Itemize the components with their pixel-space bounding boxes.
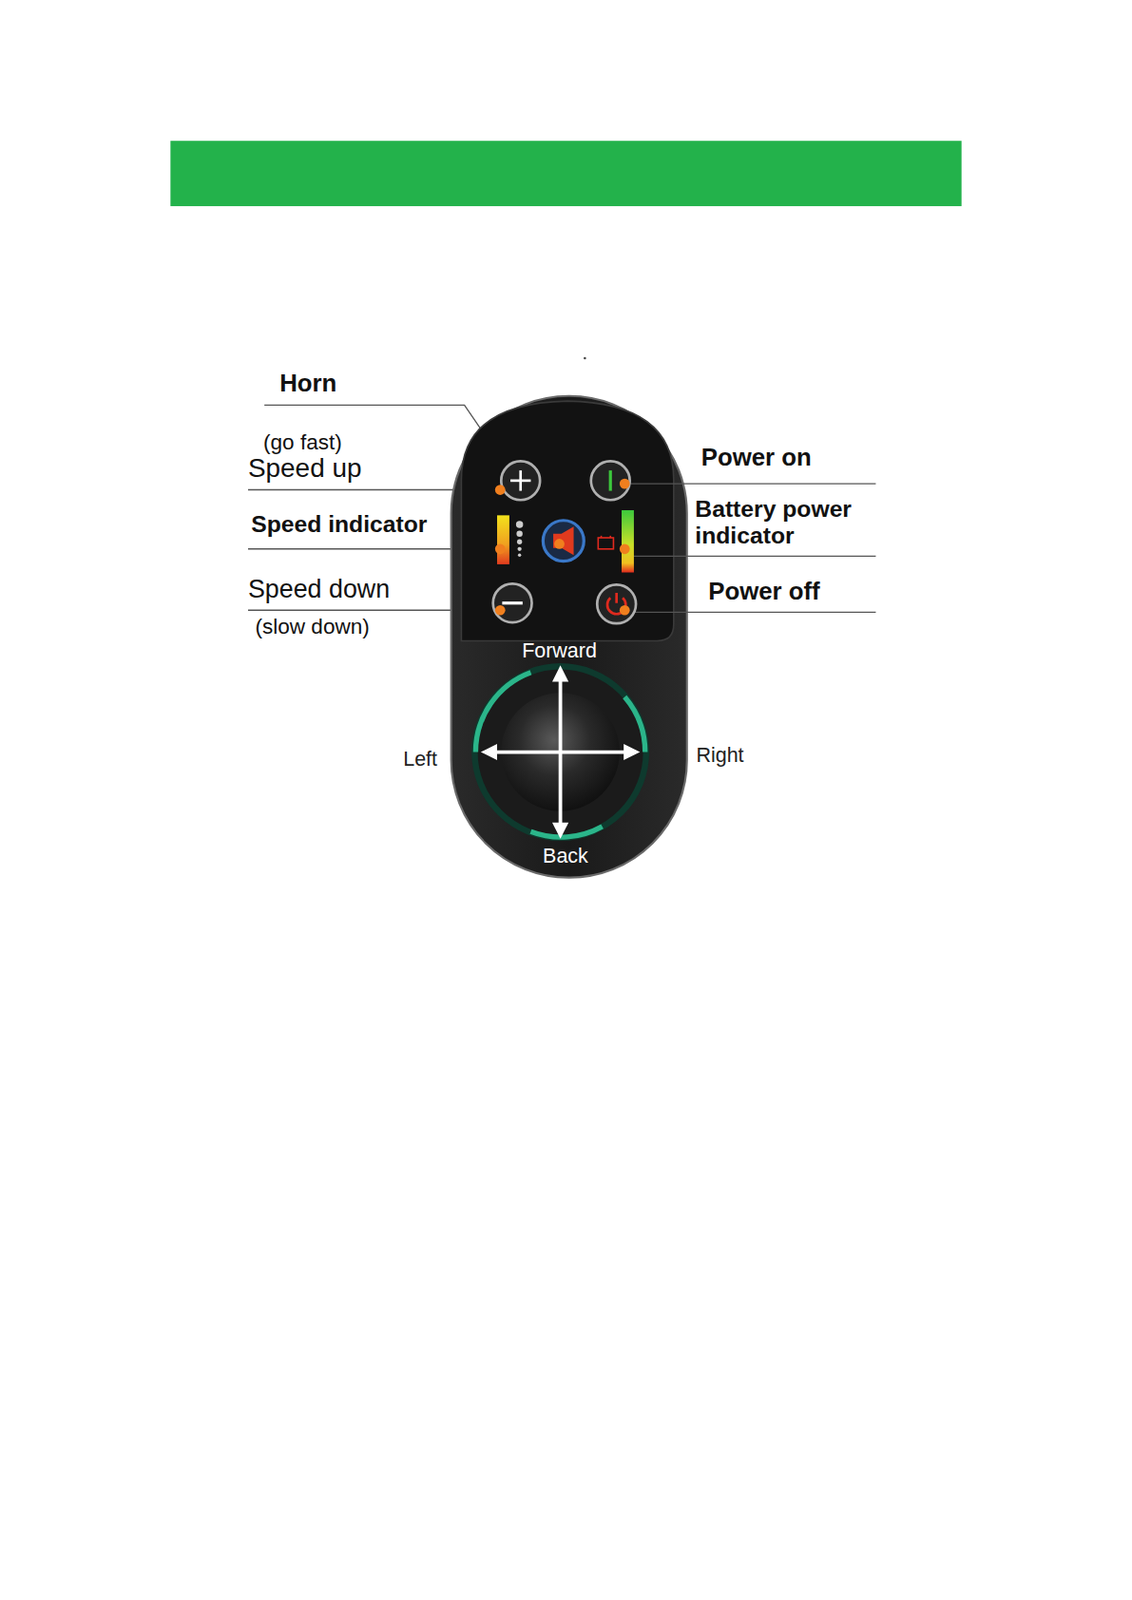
callout-label: Forward — [521, 639, 597, 664]
controller-body — [451, 396, 688, 879]
battery-indicator-bar — [597, 510, 634, 574]
speed-indicator-bar — [497, 515, 523, 565]
callout-label: Power off — [708, 577, 820, 607]
callout-label: Horn — [279, 369, 337, 399]
minus-button — [493, 583, 533, 623]
callout-label: Speed down — [248, 574, 390, 604]
callout-label: (slow down) — [254, 615, 369, 641]
battery-leader — [624, 556, 876, 557]
callout-label: Power on — [701, 443, 812, 473]
power-on-button — [591, 460, 631, 500]
power-off-button — [596, 584, 636, 624]
callout-label: Right — [695, 743, 744, 768]
power-off-leader — [624, 612, 876, 614]
power-on-leader — [624, 482, 876, 484]
horn-button — [542, 520, 584, 562]
callout-label: Battery power indicator — [694, 495, 904, 550]
header-bar — [170, 140, 961, 207]
dot — [583, 357, 587, 361]
callout-label: Speed indicator — [250, 511, 427, 538]
button-panel — [460, 401, 673, 641]
callout-label: (go fast) — [263, 430, 343, 456]
plus-button — [500, 460, 540, 500]
callout-label: Back — [542, 844, 589, 869]
callout-dots — [495, 479, 631, 616]
callout-label: Left — [402, 748, 438, 772]
joystick — [474, 665, 646, 840]
callout-label: Speed up — [248, 453, 363, 484]
